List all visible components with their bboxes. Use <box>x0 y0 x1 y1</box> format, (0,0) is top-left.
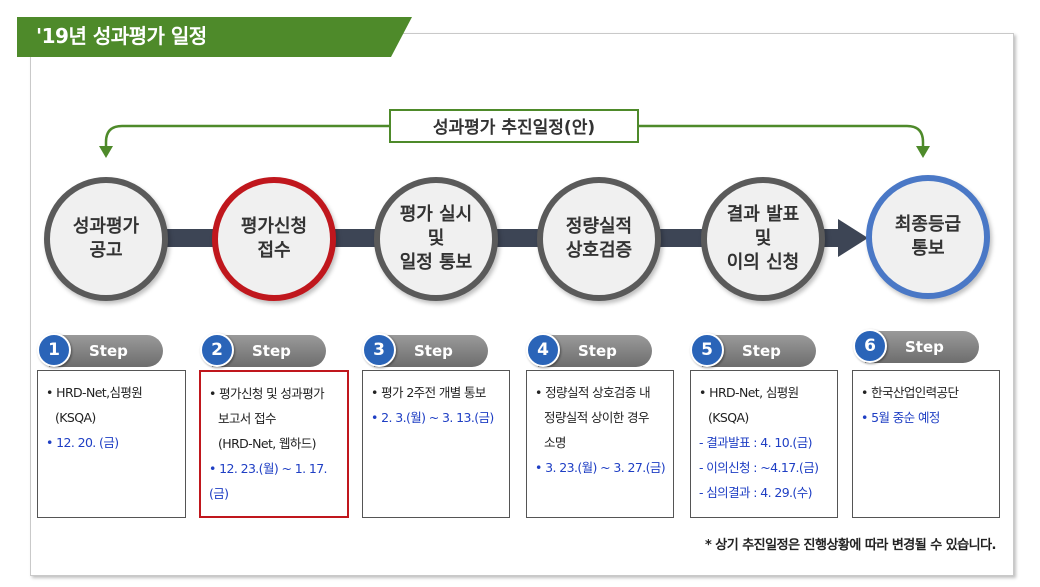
detail-date: • 12. 23.(월) ~ 1. 17.(금) <box>209 461 328 501</box>
title-tab-shape <box>17 17 412 57</box>
step-badge-5: 5 Step <box>690 331 816 367</box>
detail-line: 소명 <box>544 435 566 450</box>
step-label: Step <box>742 342 781 360</box>
detail-line: 정량실적 상이한 경우 <box>544 410 649 425</box>
detail-box-3: • 평가 2주전 개별 통보 • 2. 3.(월) ~ 3. 13.(금) <box>362 370 510 518</box>
detail-line: • 정량실적 상호검증 내 <box>535 385 651 400</box>
step-number: 4 <box>526 333 560 367</box>
step-label: Step <box>89 342 128 360</box>
detail-date: • 2. 3.(월) ~ 3. 13.(금) <box>371 410 494 425</box>
step-badge-1: 1 Step <box>37 331 163 367</box>
title-tab <box>17 17 412 57</box>
detail-line: • 한국산업인력공단 <box>861 385 959 400</box>
detail-box-4: • 정량실적 상호검증 내 정량실적 상이한 경우 소명 • 3. 23.(월)… <box>526 370 674 518</box>
detail-line: 보고서 접수 <box>218 411 276 426</box>
footnote: * 상기 추진일정은 진행상황에 따라 변경될 수 있습니다. <box>704 538 997 553</box>
detail-box-2: • 평가신청 및 성과평가 보고서 접수 (HRD-Net, 웹하드) • 12… <box>199 370 349 518</box>
detail-line: • HRD-Net, 심평원 <box>699 385 799 400</box>
step-badge-3: 3 Step <box>362 331 488 367</box>
step-number: 3 <box>362 333 396 367</box>
detail-date: - 결과발표 : 4. 10.(금) <box>699 435 812 450</box>
step-badge-6: 6 Step <box>853 327 979 363</box>
step-label: Step <box>905 338 944 356</box>
stage-circle-5: 결과 발표 및 이의 신청 <box>701 177 825 301</box>
stage-circle-2: 평가신청 접수 <box>212 177 336 301</box>
detail-date: • 3. 23.(월) ~ 3. 27.(금) <box>535 460 666 475</box>
step-number: 2 <box>200 333 234 367</box>
detail-line: • 평가신청 및 성과평가 <box>209 386 325 401</box>
flow-arrow-head <box>838 219 868 257</box>
detail-date: • 12. 20. (금) <box>46 435 119 450</box>
detail-line: (KSQA) <box>55 410 96 425</box>
stage-circle-4: 정량실적 상호검증 <box>537 177 661 301</box>
stage-circle-6: 최종등급 통보 <box>866 175 990 299</box>
detail-line: • 평가 2주전 개별 통보 <box>371 385 486 400</box>
step-label: Step <box>252 342 291 360</box>
detail-line: (KSQA) <box>708 410 749 425</box>
detail-date: - 심의결과 : 4. 29.(수) <box>699 485 812 500</box>
stage-circle-3: 평가 실시 및 일정 통보 <box>374 177 498 301</box>
step-badge-2: 2 Step <box>200 331 326 367</box>
detail-line: • HRD-Net,심평원 <box>46 385 143 400</box>
detail-box-1: • HRD-Net,심평원 (KSQA) • 12. 20. (금) <box>37 370 186 518</box>
detail-box-6: • 한국산업인력공단 • 5월 중순 예정 <box>852 370 1000 518</box>
step-badge-4: 4 Step <box>526 331 652 367</box>
step-number: 1 <box>37 333 71 367</box>
detail-date: • 5월 중순 예정 <box>861 410 940 425</box>
page-title: '19년 성과평가 일정 <box>36 24 207 48</box>
schedule-label: 성과평가 추진일정(안) <box>389 109 639 143</box>
detail-date: - 이의신청 : ~4.17.(금) <box>699 460 819 475</box>
step-number: 5 <box>690 333 724 367</box>
step-label: Step <box>414 342 453 360</box>
stage-circle-1: 성과평가 공고 <box>44 177 168 301</box>
detail-box-5: • HRD-Net, 심평원 (KSQA) - 결과발표 : 4. 10.(금)… <box>690 370 838 518</box>
detail-line: (HRD-Net, 웹하드) <box>218 436 317 451</box>
step-label: Step <box>578 342 617 360</box>
step-number: 6 <box>853 329 887 363</box>
